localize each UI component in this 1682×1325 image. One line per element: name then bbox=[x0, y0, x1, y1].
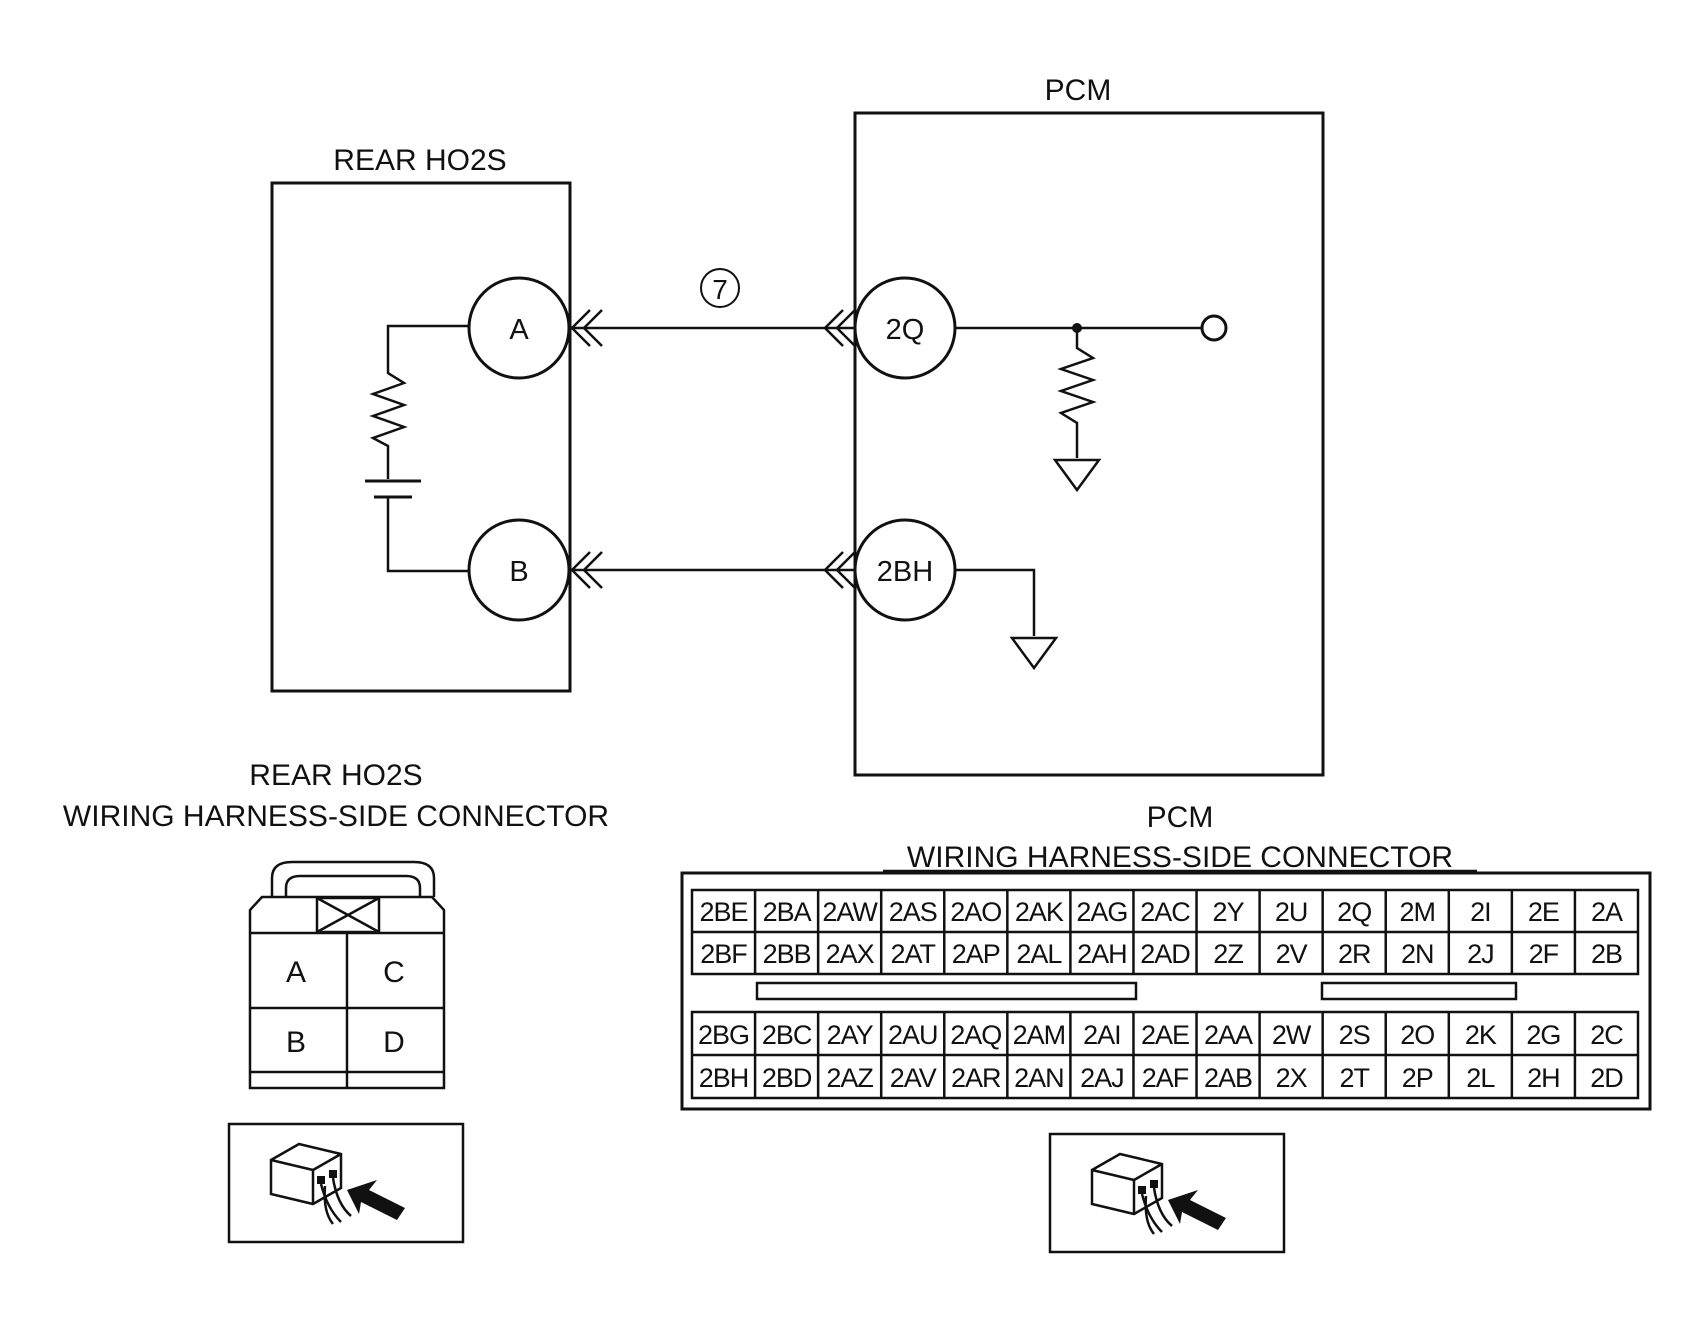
connector-arrow-icon bbox=[570, 551, 856, 589]
pcm-terminal-label: 2AJ bbox=[1080, 1063, 1124, 1093]
pcm-terminal-label: 2T bbox=[1339, 1063, 1369, 1093]
pcm-terminal-label: 2C bbox=[1590, 1020, 1623, 1050]
pcm-terminal-label: 2BB bbox=[763, 939, 811, 969]
pcm-terminal-label: 2H bbox=[1527, 1063, 1560, 1093]
lock-icon bbox=[315, 896, 381, 934]
ground-icon bbox=[1052, 458, 1102, 493]
pcm-terminal-label: 2AD bbox=[1140, 939, 1190, 969]
pcm-terminal-label: 2AM bbox=[1013, 1020, 1066, 1050]
connector-view-icon bbox=[227, 1122, 465, 1244]
pcm-terminal-label: 2AU bbox=[888, 1020, 938, 1050]
pcm-terminal-label: 2V bbox=[1276, 939, 1308, 969]
ho2s-connector: REAR HO2S WIRING HARNESS-SIDE CONNECTOR … bbox=[63, 759, 609, 1090]
pcm-terminal-label: 2AN bbox=[1014, 1063, 1064, 1093]
pcm-terminal-label: 2AV bbox=[890, 1063, 937, 1093]
ho2s-connector-title-1: REAR HO2S bbox=[249, 759, 422, 792]
pcm-pin-2bh-label: 2BH bbox=[877, 556, 933, 588]
pcm-connector-title-1: PCM bbox=[1147, 801, 1214, 834]
ho2s-pin-a bbox=[467, 276, 571, 380]
pcm-terminal-label: 2AQ bbox=[950, 1020, 1001, 1050]
pcm-terminal-label: 2L bbox=[1466, 1063, 1495, 1093]
pcm-terminal-label: 2E bbox=[1528, 897, 1559, 927]
pcm-terminal-label: 2A bbox=[1591, 897, 1623, 927]
wire-marker-label: 7 bbox=[712, 274, 728, 305]
pcm-ground-circuit bbox=[955, 568, 1059, 671]
pcm-terminal-label: 2AA bbox=[1204, 1020, 1253, 1050]
ho2s-pin-a-label: A bbox=[509, 314, 529, 346]
pcm-title: PCM bbox=[1045, 74, 1112, 107]
ho2s-pin-b-label: B bbox=[509, 556, 528, 588]
pcm-terminal-label: 2D bbox=[1590, 1063, 1623, 1093]
pcm-terminal-label: 2S bbox=[1339, 1020, 1370, 1050]
pcm-terminal-label: 2J bbox=[1467, 939, 1494, 969]
pcm-terminal-label: 2AF bbox=[1142, 1063, 1189, 1093]
ho2s-sensor-element bbox=[365, 324, 468, 573]
ho2s-connector-title-2: WIRING HARNESS-SIDE CONNECTOR bbox=[63, 800, 609, 833]
pcm-terminal-label: 2O bbox=[1400, 1020, 1434, 1050]
pcm-terminal-label: 2P bbox=[1402, 1063, 1433, 1093]
pcm-terminal-label: 2B bbox=[1591, 939, 1622, 969]
wire-marker-circle bbox=[700, 268, 740, 308]
pcm-terminal-label: 2G bbox=[1526, 1020, 1560, 1050]
pcm-terminal-label: 2Y bbox=[1213, 897, 1245, 927]
pcm-terminal-label: 2U bbox=[1275, 897, 1308, 927]
pcm-terminal-label: 2M bbox=[1400, 897, 1436, 927]
pcm-terminal-label: 2BG bbox=[698, 1020, 749, 1050]
pcm-terminal-label: 2AW bbox=[822, 897, 878, 927]
pcm-terminal-label: 2R bbox=[1338, 939, 1371, 969]
pcm-terminal-label: 2BH bbox=[699, 1063, 749, 1093]
pcm-terminal-label: 2BA bbox=[763, 897, 812, 927]
pcm-terminal-label: 2AO bbox=[950, 897, 1001, 927]
pcm-terminal-label: 2AZ bbox=[826, 1063, 873, 1093]
ho2s-box bbox=[270, 181, 572, 693]
pcm-terminal-label: 2BC bbox=[762, 1020, 812, 1050]
connector-view-icon bbox=[1048, 1132, 1286, 1254]
ground-icon bbox=[1009, 636, 1059, 671]
pcm-terminal-label: 2X bbox=[1276, 1063, 1308, 1093]
pcm-terminal-label: 2Z bbox=[1213, 939, 1243, 969]
pcm-terminal-label: 2N bbox=[1401, 939, 1434, 969]
ho2s-pin-b bbox=[467, 518, 571, 622]
pcm-input-circuit bbox=[955, 314, 1228, 493]
pcm-terminal-label: 2I bbox=[1470, 897, 1491, 927]
pcm-terminal-label: 2AH bbox=[1077, 939, 1127, 969]
pcm-terminal-label: 2BF bbox=[700, 939, 747, 969]
schematic: REAR HO2S PCM A B 2Q 2BH bbox=[270, 74, 1325, 777]
pcm-terminal-label: 2AP bbox=[952, 939, 1000, 969]
connector-key bbox=[755, 981, 1138, 1001]
pcm-terminal-label: 2AE bbox=[1141, 1020, 1189, 1050]
ho2s-cavity-label: D bbox=[383, 1026, 405, 1059]
pcm-terminal-label: 2AY bbox=[827, 1020, 874, 1050]
pcm-terminal-label: 2AR bbox=[951, 1063, 1001, 1093]
terminal-icon bbox=[1200, 314, 1228, 342]
pcm-terminal-label: 2BE bbox=[700, 897, 748, 927]
pcm-terminal-label: 2F bbox=[1529, 939, 1559, 969]
ho2s-title: REAR HO2S bbox=[333, 144, 506, 177]
connector-key bbox=[1320, 981, 1518, 1001]
pcm-terminal-label: 2K bbox=[1465, 1020, 1497, 1050]
pcm-connector-title-2: WIRING HARNESS-SIDE CONNECTOR bbox=[907, 841, 1453, 874]
pcm-connector: PCM WIRING HARNESS-SIDE CONNECTOR 2BE 2BA… bbox=[680, 801, 1652, 1111]
pcm-pin-2q-label: 2Q bbox=[886, 314, 925, 346]
pcm-terminal-label: 2AC bbox=[1140, 897, 1190, 927]
pcm-terminal-label: 2AL bbox=[1016, 939, 1062, 969]
pcm-terminal-label: 2AI bbox=[1083, 1020, 1121, 1050]
pcm-terminal-label: 2AX bbox=[826, 939, 875, 969]
pcm-terminal-label: 2Q bbox=[1337, 897, 1371, 927]
pcm-terminal-label: 2W bbox=[1272, 1020, 1312, 1050]
ho2s-cavity-label: A bbox=[286, 956, 306, 989]
pcm-terminal-label: 2BD bbox=[762, 1063, 812, 1093]
pcm-box bbox=[853, 111, 1325, 777]
ho2s-cavity-label: B bbox=[286, 1026, 306, 1059]
pcm-terminal-label: 2AT bbox=[890, 939, 935, 969]
connector-arrow-icon bbox=[570, 309, 856, 347]
pcm-terminal-label: 2AB bbox=[1204, 1063, 1252, 1093]
pcm-terminal-label: 2AK bbox=[1015, 897, 1064, 927]
ho2s-cavity-label: C bbox=[383, 956, 405, 989]
pcm-terminal-label: 2AS bbox=[889, 897, 937, 927]
pcm-terminal-label: 2AG bbox=[1076, 897, 1127, 927]
